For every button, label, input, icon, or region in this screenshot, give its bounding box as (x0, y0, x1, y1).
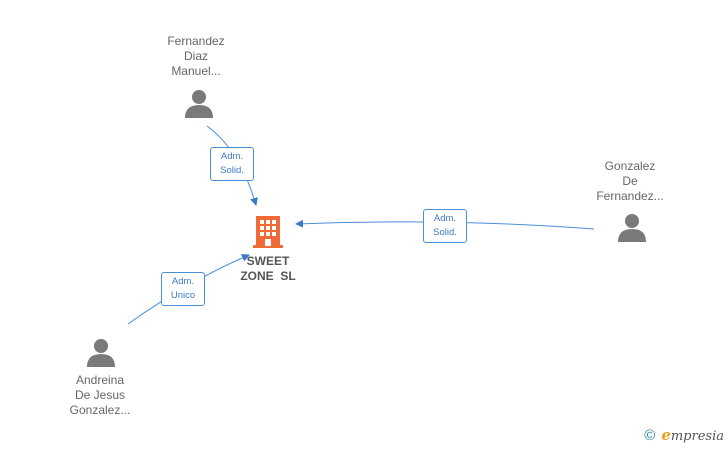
relation-label-gonzalez: Adm. Solid. (423, 209, 467, 243)
relation-label-andreina: Adm. Unico (161, 272, 205, 306)
person-label-andreina[interactable]: Andreina De Jesus Gonzalez... (69, 373, 131, 417)
person-icon[interactable] (184, 89, 214, 119)
empresia-logo[interactable]: empresia (661, 426, 724, 444)
building-icon[interactable] (253, 214, 283, 248)
copyright-icon: © (644, 426, 656, 444)
company-name[interactable]: SWEET ZONE SL (218, 254, 318, 284)
person-icon[interactable] (617, 213, 647, 243)
person-label-gonzalez[interactable]: Gonzalez De Fernandez... (596, 159, 664, 203)
footer-brand: © empresia (644, 426, 724, 444)
relation-label-fernandez: Adm. Solid. (210, 147, 254, 181)
person-icon[interactable] (86, 338, 116, 368)
company-name-line2: ZONE SL (240, 269, 296, 283)
company-name-line1: SWEET (246, 254, 290, 268)
person-label-fernandez[interactable]: Fernandez Diaz Manuel... (167, 34, 225, 78)
